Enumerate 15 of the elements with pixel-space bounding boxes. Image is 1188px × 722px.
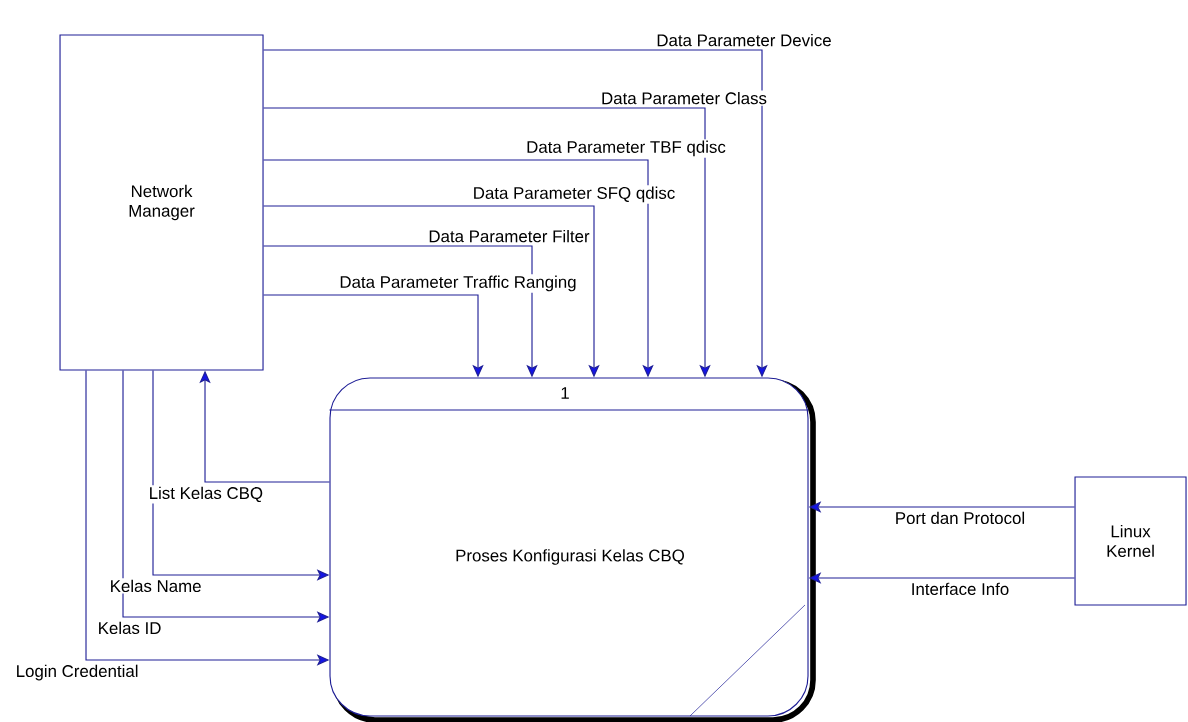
- entity-box: Linux Kernel: [1074, 476, 1187, 606]
- edge-label: Kelas Name: [108, 578, 203, 594]
- edge-label: Kelas ID: [96, 620, 163, 636]
- edge-label: Data Parameter Device: [654, 32, 834, 48]
- entity-box: Network Manager: [59, 34, 264, 371]
- edge-label: Data Parameter SFQ qdisc: [471, 185, 677, 204]
- edge-label: List Kelas CBQ: [147, 485, 265, 504]
- edge-label: Data Parameter Class: [599, 90, 769, 106]
- edge-label: Data Parameter Traffic Ranging: [338, 274, 579, 293]
- edge-label: Login Credential: [14, 663, 140, 682]
- process-box: 1 Proses Konfigurasi Kelas CBQ: [328, 377, 816, 722]
- edge-label: Data Parameter TBF qdisc: [524, 139, 728, 158]
- edge-label: Port dan Protocol: [893, 510, 1027, 526]
- edge-label: Interface Info: [909, 581, 1011, 597]
- edge-label: Data Parameter Filter: [426, 228, 592, 244]
